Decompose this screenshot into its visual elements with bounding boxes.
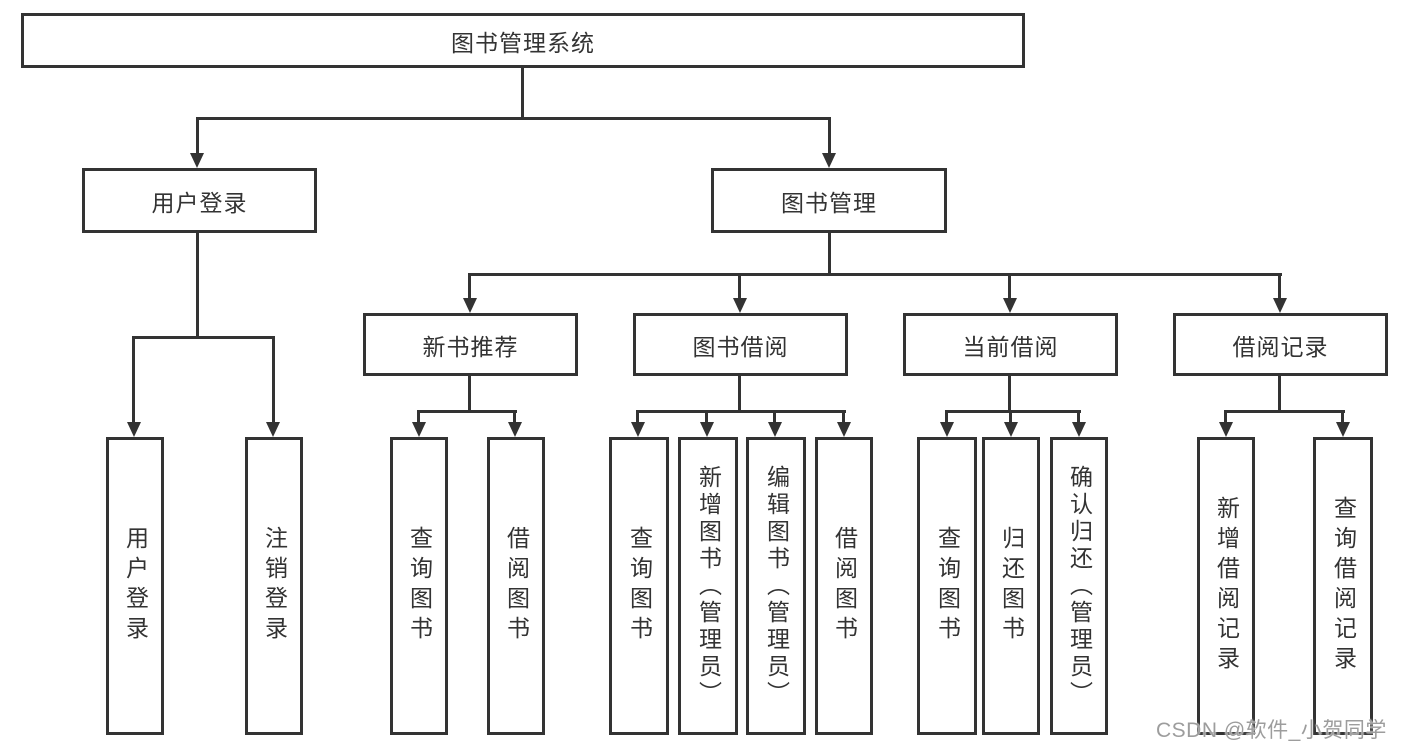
- arrow-down-icon: [190, 153, 204, 168]
- node-label: 借阅图书: [831, 526, 858, 646]
- leaf-query-borrow-record: 查询借阅记录: [1313, 437, 1373, 735]
- node-label: 归还图书: [998, 526, 1025, 646]
- arrow-down-icon: [1004, 422, 1018, 437]
- connector-level2-rail: [196, 117, 831, 120]
- node-borrowing-records: 借阅记录: [1173, 313, 1388, 376]
- leaf-query-book-borrowing: 查询图书: [609, 437, 669, 735]
- connector-arrow-stem: [1341, 410, 1344, 424]
- leaf-confirm-return-admin: 确认归还（管理员）: [1050, 437, 1108, 735]
- connector-stem: [1278, 376, 1281, 413]
- node-label: 图书管理系统: [451, 29, 595, 56]
- node-label: 借阅记录: [1232, 333, 1329, 360]
- connector-book-mgmt-stem: [828, 233, 831, 276]
- leaf-borrow-book-recommend: 借阅图书: [487, 437, 545, 735]
- connector-arrow-stem: [1008, 273, 1011, 300]
- arrow-down-icon: [822, 153, 836, 168]
- node-label: 注销登录: [261, 526, 288, 646]
- connector-arrow-stem: [738, 273, 741, 300]
- connector-arrow-stem: [513, 410, 516, 424]
- connector-arrow-stem: [468, 273, 471, 300]
- connector-arrow-stem: [636, 410, 639, 424]
- node-label: 查询图书: [626, 526, 653, 646]
- node-user-login-branch: 用户登录: [82, 168, 317, 233]
- connector-arrow-stem: [1278, 273, 1281, 300]
- node-label: 图书借阅: [692, 333, 789, 360]
- connector-rail: [636, 410, 846, 413]
- connector-rail: [1224, 410, 1345, 413]
- node-book-borrowing: 图书借阅: [633, 313, 848, 376]
- csdn-watermark: CSDN @软件_小贺同学: [1156, 719, 1387, 742]
- leaf-query-book-recommend: 查询图书: [390, 437, 448, 735]
- leaf-borrow-book-borrowing: 借阅图书: [815, 437, 873, 735]
- node-label: 用户登录: [122, 526, 149, 646]
- connector-arrow-stem: [1009, 410, 1012, 424]
- node-label: 借阅图书: [503, 526, 530, 646]
- arrow-down-icon: [412, 422, 426, 437]
- arrow-down-icon: [508, 422, 522, 437]
- arrow-down-icon: [700, 422, 714, 437]
- connector-arrow-stem: [417, 410, 420, 424]
- node-label: 确认归还（管理员）: [1066, 464, 1093, 708]
- node-book-management: 图书管理: [711, 168, 947, 233]
- node-label: 用户登录: [151, 189, 248, 216]
- node-label: 当前借阅: [962, 333, 1059, 360]
- node-label: 新书推荐: [422, 333, 519, 360]
- arrow-down-icon: [940, 422, 954, 437]
- leaf-return-book: 归还图书: [982, 437, 1040, 735]
- node-label: 新增借阅记录: [1213, 496, 1240, 676]
- connector-rail: [417, 410, 517, 413]
- node-label: 编辑图书（管理员）: [763, 464, 790, 708]
- connector-arrow-stem: [1224, 410, 1227, 424]
- node-label: 图书管理: [781, 189, 877, 216]
- connector-stem: [738, 376, 741, 413]
- arrow-down-icon: [1336, 422, 1350, 437]
- connector-arrow-stem: [842, 410, 845, 424]
- node-current-borrowing: 当前借阅: [903, 313, 1118, 376]
- node-label: 查询借阅记录: [1330, 496, 1357, 676]
- connector-arrow-stem: [196, 117, 199, 155]
- connector-stem: [468, 376, 471, 413]
- connector-level3-rail: [468, 273, 1282, 276]
- arrow-down-icon: [127, 422, 141, 437]
- leaf-add-borrow-record: 新增借阅记录: [1197, 437, 1255, 735]
- arrow-down-icon: [463, 298, 477, 313]
- node-new-book-recommend: 新书推荐: [363, 313, 578, 376]
- arrow-down-icon: [631, 422, 645, 437]
- leaf-edit-book-admin: 编辑图书（管理员）: [746, 437, 806, 735]
- connector-arrow-stem: [705, 410, 708, 424]
- node-label: 查询图书: [934, 526, 961, 646]
- node-label: 查询图书: [406, 526, 433, 646]
- connector-arrow-stem: [828, 117, 831, 155]
- connector-arrow-stem: [272, 336, 275, 424]
- leaf-query-book-current: 查询图书: [917, 437, 977, 735]
- connector-arrow-stem: [132, 336, 135, 424]
- connector-root-stem: [521, 68, 524, 120]
- arrow-down-icon: [266, 422, 280, 437]
- arrow-down-icon: [1072, 422, 1086, 437]
- node-label: 新增图书（管理员）: [695, 464, 722, 708]
- arrow-down-icon: [1219, 422, 1233, 437]
- connector-user-login-stem: [196, 233, 199, 339]
- arrow-down-icon: [1003, 298, 1017, 313]
- connector-user-login-rail: [132, 336, 275, 339]
- node-book-management-system: 图书管理系统: [21, 13, 1025, 68]
- arrow-down-icon: [837, 422, 851, 437]
- connector-stem: [1008, 376, 1011, 413]
- leaf-user-login: 用户登录: [106, 437, 164, 735]
- leaf-add-book-admin: 新增图书（管理员）: [678, 437, 738, 735]
- connector-arrow-stem: [945, 410, 948, 424]
- connector-arrow-stem: [1077, 410, 1080, 424]
- arrow-down-icon: [733, 298, 747, 313]
- connector-rail: [945, 410, 1081, 413]
- arrow-down-icon: [1273, 298, 1287, 313]
- connector-arrow-stem: [773, 410, 776, 424]
- leaf-logout: 注销登录: [245, 437, 303, 735]
- arrow-down-icon: [768, 422, 782, 437]
